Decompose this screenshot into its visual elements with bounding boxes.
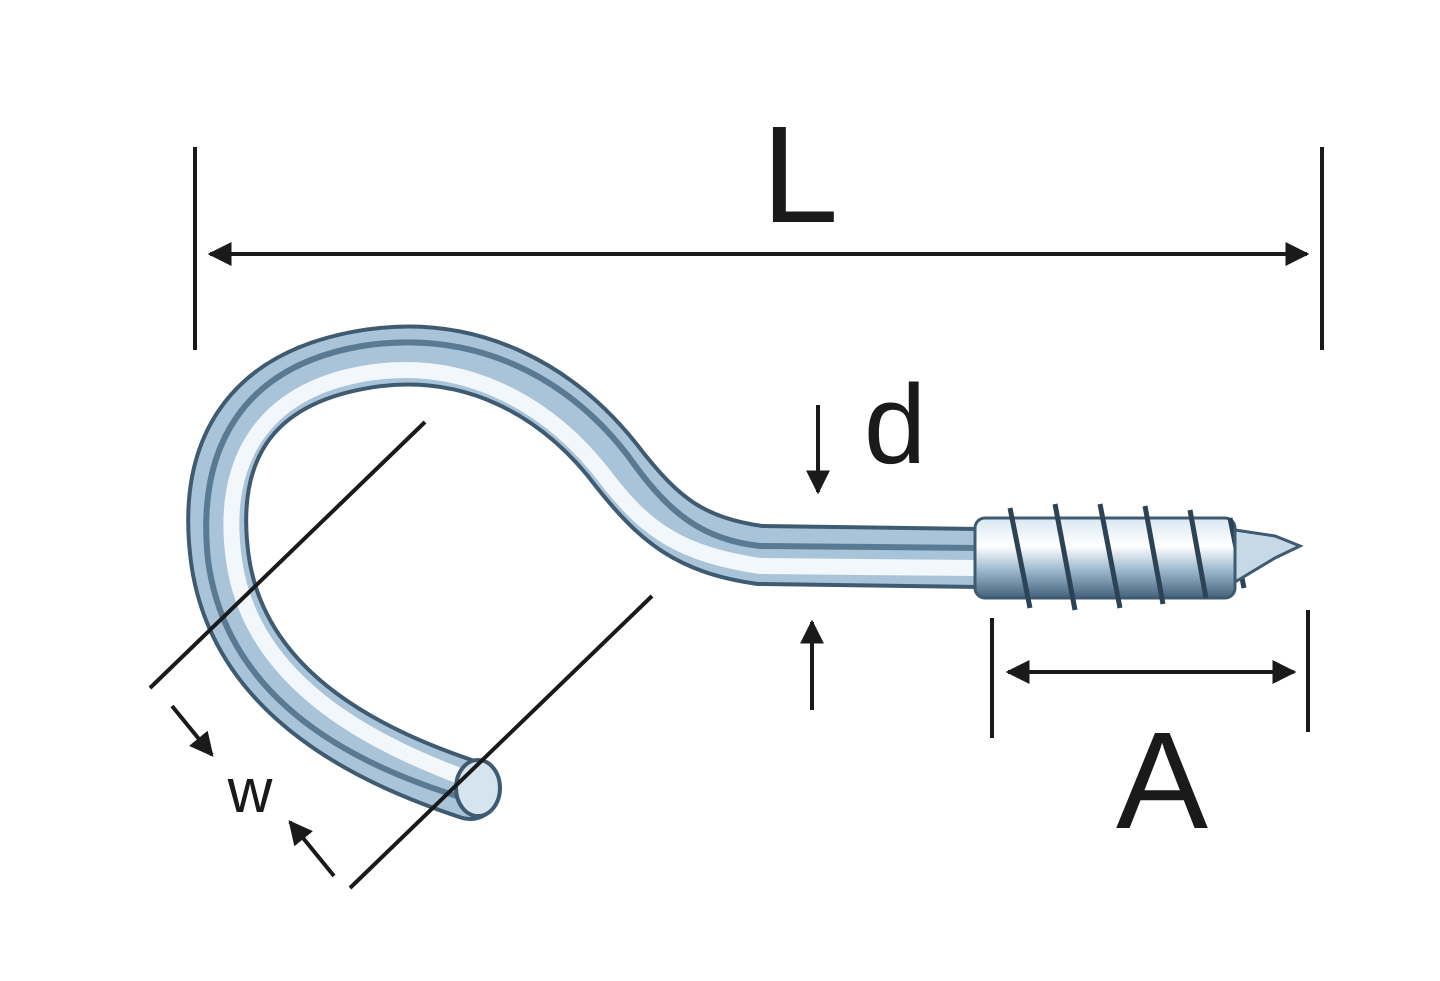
width-extension-upper	[148, 420, 427, 690]
width-extension-lower	[348, 594, 654, 890]
dimension-length	[193, 147, 1324, 350]
width-arrow-upper	[170, 704, 214, 757]
hook-wire-body	[190, 328, 1007, 817]
hook-wire-shadow	[203, 339, 983, 803]
length-label: L	[762, 98, 839, 252]
dimension-diameter	[800, 405, 830, 710]
diameter-label: d	[864, 362, 926, 487]
thread-label: A	[1116, 704, 1208, 858]
screw-hook	[186, 324, 1304, 821]
dimension-thread	[990, 610, 1310, 738]
dimension-width	[148, 420, 654, 890]
hook-wire-highlight	[223, 362, 983, 788]
hook-wire-end	[454, 758, 502, 818]
width-arrow-lower	[288, 820, 336, 878]
thread-tip	[1233, 528, 1304, 585]
thread-crests	[1007, 503, 1247, 611]
width-label: w	[227, 757, 273, 826]
